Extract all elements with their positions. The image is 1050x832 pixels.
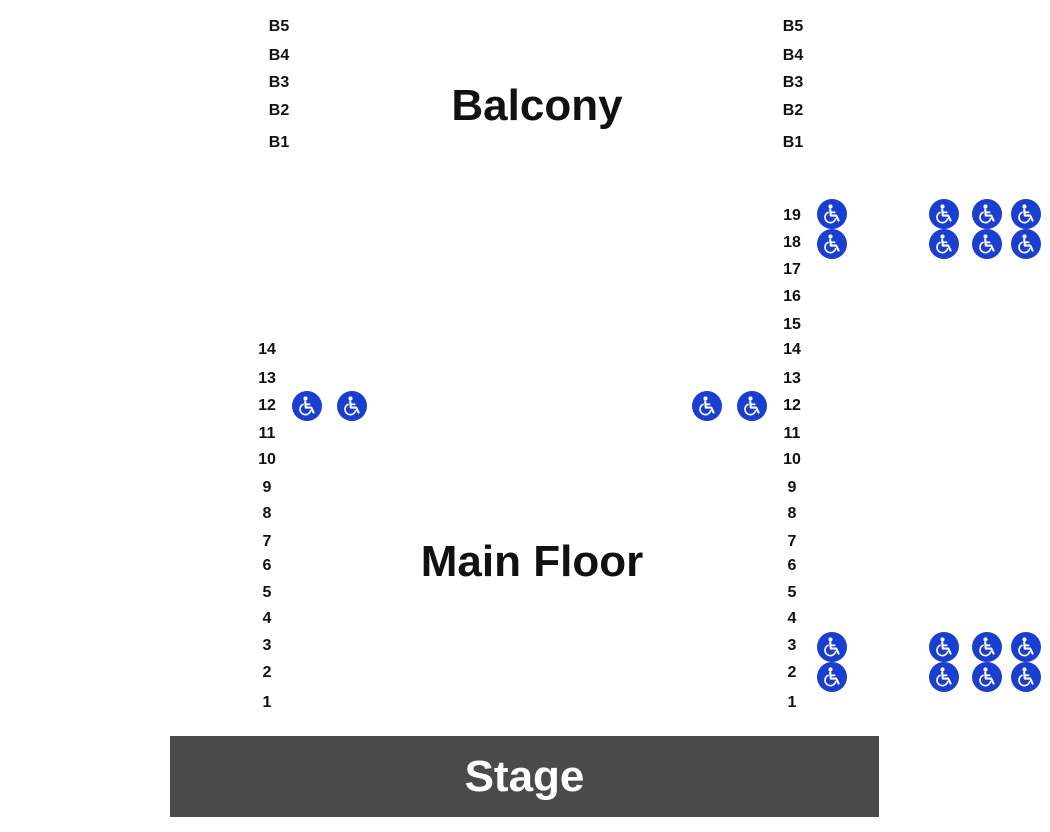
wheelchair-icon xyxy=(692,391,722,421)
right-row-2: 2 xyxy=(787,664,797,681)
left-row-8: 8 xyxy=(262,505,272,522)
balcony-row-left-b3: B3 xyxy=(268,74,290,91)
wheelchair-icon xyxy=(817,199,847,229)
right-row-4: 4 xyxy=(787,610,797,627)
left-row-12: 12 xyxy=(258,397,276,414)
right-row-1: 1 xyxy=(787,694,797,711)
balcony-row-right-b4: B4 xyxy=(782,47,804,64)
left-row-10: 10 xyxy=(258,451,276,468)
right-row-19: 19 xyxy=(783,207,801,224)
balcony-row-right-b2: B2 xyxy=(782,102,804,119)
main-floor-title: Main Floor xyxy=(420,537,644,586)
right-row-9: 9 xyxy=(787,479,797,496)
left-row-5: 5 xyxy=(262,584,272,601)
wheelchair-icon xyxy=(972,662,1002,692)
right-row-15: 15 xyxy=(783,316,801,333)
right-row-17: 17 xyxy=(783,261,801,278)
balcony-row-right-b3: B3 xyxy=(782,74,804,91)
balcony-row-left-b1: B1 xyxy=(268,134,290,151)
balcony-title: Balcony xyxy=(451,81,623,130)
left-row-13: 13 xyxy=(258,370,276,387)
wheelchair-icon xyxy=(929,199,959,229)
wheelchair-icon xyxy=(972,199,1002,229)
left-row-6: 6 xyxy=(262,557,272,574)
right-row-10: 10 xyxy=(783,451,801,468)
balcony-row-left-b5: B5 xyxy=(268,18,290,35)
wheelchair-icon xyxy=(292,391,322,421)
wheelchair-icon xyxy=(972,632,1002,662)
wheelchair-icon xyxy=(929,229,959,259)
right-row-13: 13 xyxy=(783,370,801,387)
wheelchair-icon xyxy=(1011,199,1041,229)
left-row-4: 4 xyxy=(262,610,272,627)
right-row-14: 14 xyxy=(783,341,801,358)
wheelchair-icon xyxy=(1011,229,1041,259)
left-row-1: 1 xyxy=(262,694,272,711)
right-row-6: 6 xyxy=(787,557,797,574)
wheelchair-icon xyxy=(929,632,959,662)
left-row-2: 2 xyxy=(262,664,272,681)
balcony-row-left-b2: B2 xyxy=(268,102,290,119)
balcony-row-left-b4: B4 xyxy=(268,47,290,64)
right-row-5: 5 xyxy=(787,584,797,601)
right-row-16: 16 xyxy=(783,288,801,305)
wheelchair-icon xyxy=(1011,632,1041,662)
balcony-row-right-b1: B1 xyxy=(782,134,804,151)
wheelchair-icon xyxy=(737,391,767,421)
right-row-3: 3 xyxy=(787,637,797,654)
left-row-3: 3 xyxy=(262,637,272,654)
balcony-row-right-b5: B5 xyxy=(782,18,804,35)
right-row-8: 8 xyxy=(787,505,797,522)
wheelchair-icon xyxy=(817,229,847,259)
wheelchair-icon xyxy=(817,662,847,692)
left-row-11: 11 xyxy=(258,425,276,442)
wheelchair-icon xyxy=(337,391,367,421)
wheelchair-icon xyxy=(1011,662,1041,692)
wheelchair-icon xyxy=(929,662,959,692)
right-row-12: 12 xyxy=(783,397,801,414)
right-row-7: 7 xyxy=(787,533,797,550)
right-row-18: 18 xyxy=(783,234,801,251)
left-row-7: 7 xyxy=(262,533,272,550)
wheelchair-icon xyxy=(817,632,847,662)
left-row-9: 9 xyxy=(262,479,272,496)
right-row-11: 11 xyxy=(783,425,801,442)
wheelchair-icon xyxy=(972,229,1002,259)
left-row-14: 14 xyxy=(258,341,276,358)
stage-label: Stage xyxy=(464,752,585,801)
stage: Stage xyxy=(170,736,879,817)
